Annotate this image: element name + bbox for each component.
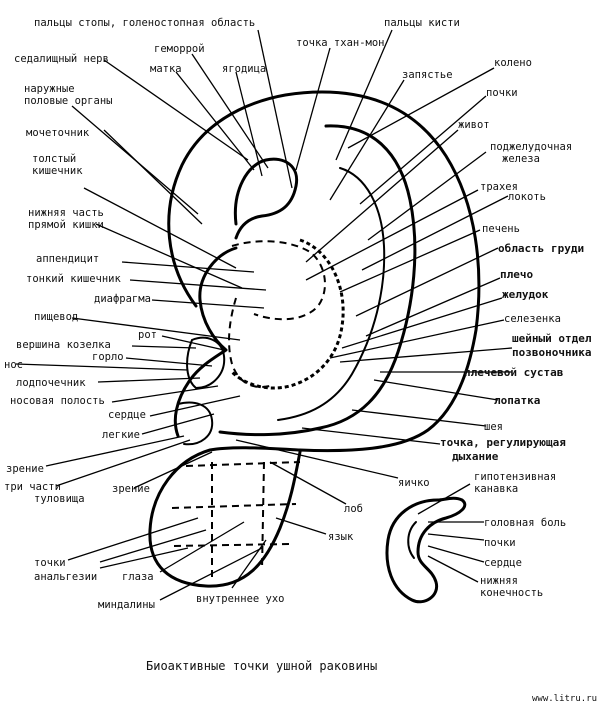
label-trachea: трахея — [480, 181, 518, 193]
caption: Биоактивные точки ушной раковины — [146, 659, 377, 673]
label-three-1: три части — [4, 481, 61, 493]
label-scapula: лопатка — [494, 394, 540, 407]
label-breath-2: дыхание — [452, 450, 499, 463]
label-knee: колено — [494, 57, 532, 69]
watermark: www.litru.ru — [532, 694, 597, 704]
ear-dashed-concha — [230, 238, 345, 390]
small-ear-drawing — [385, 496, 467, 604]
label-vision-l: зрение — [6, 463, 44, 475]
ear-outer-contour — [148, 90, 481, 588]
label-liver: печень — [482, 223, 520, 235]
label-breath-1: точка, регулирующая — [440, 436, 566, 449]
label-uterus: матка — [150, 63, 182, 75]
label-spleen: селезенка — [504, 313, 561, 325]
label-sciatic: седалищный нерв — [14, 53, 109, 65]
label-nose: нос — [4, 359, 23, 371]
label-lungs: легкие — [102, 429, 140, 441]
label-lobe: лоб — [344, 503, 363, 515]
label-mouth: рот — [138, 329, 157, 341]
label-tonsils: миндалины — [98, 599, 155, 611]
ear-dashed-cymba — [231, 240, 326, 321]
label-pancreas-2: железа — [502, 153, 540, 165]
label-appendix: аппендицит — [36, 253, 99, 265]
label-cervical-1: шейный отдел — [512, 332, 592, 345]
ear-lobe-grid — [171, 461, 301, 582]
label-fingers: пальцы кисти — [384, 17, 460, 29]
label-pancreas-sub: лодпочечник — [16, 377, 86, 389]
label-ureter: мочеточник — [26, 127, 90, 139]
label-cervical-2: позвоночника — [512, 346, 591, 359]
label-heart2: сердце — [484, 557, 522, 569]
small-ear-outer — [385, 496, 467, 604]
label-analgesia-1: точки — [34, 557, 66, 569]
ear-concha — [173, 246, 238, 438]
label-headache: головная боль — [484, 517, 566, 529]
label-genitals-1: наружные — [24, 83, 75, 95]
label-colon-1: толстый — [32, 153, 76, 165]
label-nasal: носовая полость — [10, 395, 105, 407]
label-kidneys2: почки — [484, 537, 516, 549]
label-buttock: ягодица — [222, 63, 266, 75]
label-hypo-2: канавка — [474, 483, 518, 495]
label-inner-ear: внутреннее ухо — [196, 593, 285, 605]
label-testicle: яичко — [398, 477, 430, 489]
label-genitals-2: половые органы — [24, 95, 113, 107]
label-point-tanmon: точка тхан-мон — [296, 37, 385, 49]
label-neck: шея — [484, 421, 503, 433]
label-shoulder-joint: плечевой сустав — [464, 366, 563, 379]
label-throat: горло — [92, 351, 124, 363]
label-esophagus: пищевод — [34, 311, 78, 323]
small-ear-inner — [407, 521, 417, 559]
label-lower-1: нижняя — [480, 575, 518, 587]
label-elbow: локоть — [508, 191, 546, 203]
ear-dashed-inner — [228, 297, 271, 388]
label-shoulder: плечо — [500, 268, 533, 281]
label-tongue: язык — [328, 531, 354, 543]
ear-antitragus — [177, 401, 214, 446]
label-kidneys: почки — [486, 87, 518, 99]
ear-tragus — [186, 336, 226, 390]
label-heart: сердце — [108, 409, 146, 421]
label-chest: область груди — [498, 242, 584, 255]
label-diaphragm: диафрагма — [94, 293, 151, 305]
label-tragus: вершина козелка — [16, 339, 111, 351]
ear-inner-rim — [277, 167, 386, 421]
label-lower-2: конечность — [480, 587, 543, 599]
label-eyes: глаза — [122, 571, 154, 583]
label-toes: пальцы стопы, голеностопная область — [34, 17, 255, 29]
label-pancreas-1: поджелудочная — [490, 141, 572, 153]
label-analgesia-2: анальгезии — [34, 571, 97, 583]
label-wrist: запястье — [402, 69, 453, 81]
leader-lines — [15, 29, 513, 601]
labels: пальцы стопы, голеностопная область паль… — [4, 17, 592, 611]
ear-drawing — [148, 90, 481, 588]
label-stomach: желудок — [502, 288, 549, 301]
label-hypo-1: гипотензивная — [474, 471, 556, 483]
label-rectum-1: нижняя часть — [28, 207, 104, 219]
label-small-int: тонкий кишечник — [26, 273, 122, 285]
label-abdomen: живот — [458, 119, 490, 131]
label-rectum-2: прямой кишки — [28, 219, 104, 231]
ear-antihelix — [218, 124, 417, 437]
label-vision-c: зрение — [112, 483, 150, 495]
label-three-2: туловища — [34, 493, 85, 505]
label-hemorrhoid: геморрой — [154, 43, 205, 55]
ear-triangular-fossa — [233, 157, 299, 240]
label-colon-2: кишечник — [32, 165, 83, 177]
